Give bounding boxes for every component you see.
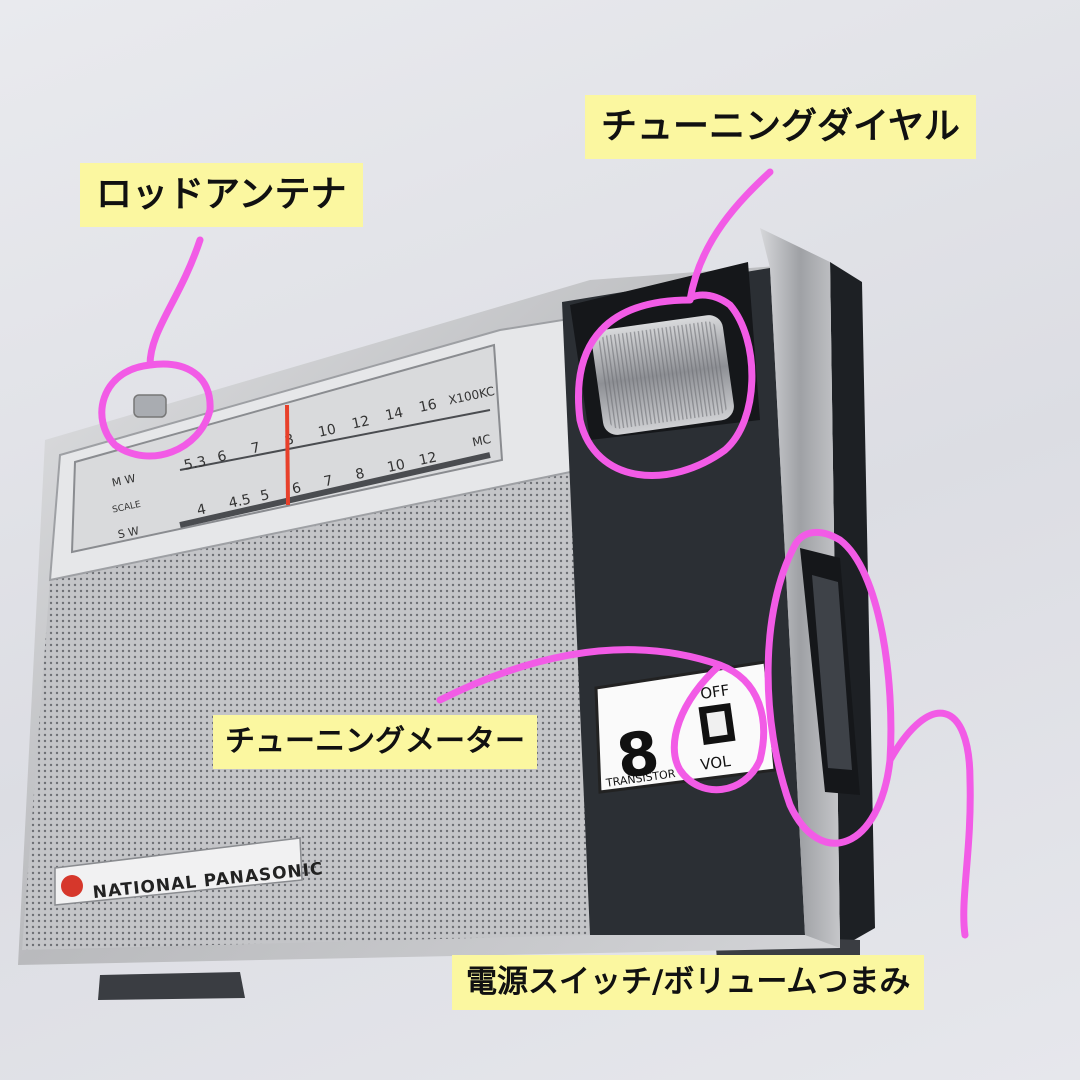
power-switch-slider (706, 710, 728, 738)
dial-sw-mark: 8 (354, 466, 366, 484)
marker-dial-circle (575, 168, 774, 479)
dial-scale-line-mw (179, 409, 491, 471)
transistor-badge (594, 660, 777, 794)
dial-sw-mark: 7 (322, 473, 334, 491)
speaker-grille (22, 470, 590, 950)
dial-mw-mark: 7 (250, 440, 262, 458)
case-foot-left (98, 972, 245, 1000)
brand-logo-icon (61, 875, 83, 897)
side-strip (760, 228, 840, 948)
callout-tuning-dial: チューニングダイヤル (585, 95, 976, 159)
marker-antenna-circle (98, 236, 214, 460)
dial-band-mw: M W (111, 472, 137, 490)
dial-sw-mark: 10 (386, 457, 407, 476)
dial-band-sw: S W (117, 524, 141, 541)
dial-scale-line-sw (179, 452, 491, 528)
dial-sw-mark: 5 (259, 487, 271, 505)
dial-sw-mark: 6 (291, 480, 303, 498)
volume-wheel[interactable] (812, 575, 852, 770)
callout-power-volume: 電源スイッチ/ボリュームつまみ (452, 955, 925, 1010)
transistor-count: 8 (612, 718, 663, 793)
dial-sw-mark: 4 (196, 501, 208, 519)
dial-sw-mark: 4.5 (227, 491, 252, 511)
marker-strokes (98, 168, 974, 939)
marker-volume-loop (764, 528, 974, 939)
callout-tuning-meter: チューニングメーター (213, 715, 537, 769)
dial-unit-bottom: MC (471, 432, 492, 450)
callout-antenna: ロッドアンテナ (80, 163, 363, 227)
dial-needle (285, 404, 290, 506)
dial-sw-marks: 4 4.5 5 6 7 8 10 12 (196, 450, 439, 519)
dial-mw-mark: 10 (317, 421, 338, 440)
dial-mw-mark: 5.3 (183, 454, 208, 474)
dial-sw-mark: 12 (418, 450, 439, 469)
dial-mw-mark: 14 (384, 405, 405, 424)
dial-mw-mark: 6 (216, 448, 228, 466)
tuning-knob-knurl (598, 321, 728, 429)
dial-mw-mark: 12 (350, 413, 371, 432)
brand-badge (54, 837, 303, 906)
dial-mw-mark: 16 (418, 397, 439, 416)
antenna-tip[interactable] (133, 394, 167, 418)
dial-mw-marks: 5.367810121416 (183, 397, 439, 474)
switch-vol-label: VOL (699, 752, 732, 774)
switch-off-label: OFF (699, 681, 730, 703)
marker-meter-circle (436, 646, 768, 794)
